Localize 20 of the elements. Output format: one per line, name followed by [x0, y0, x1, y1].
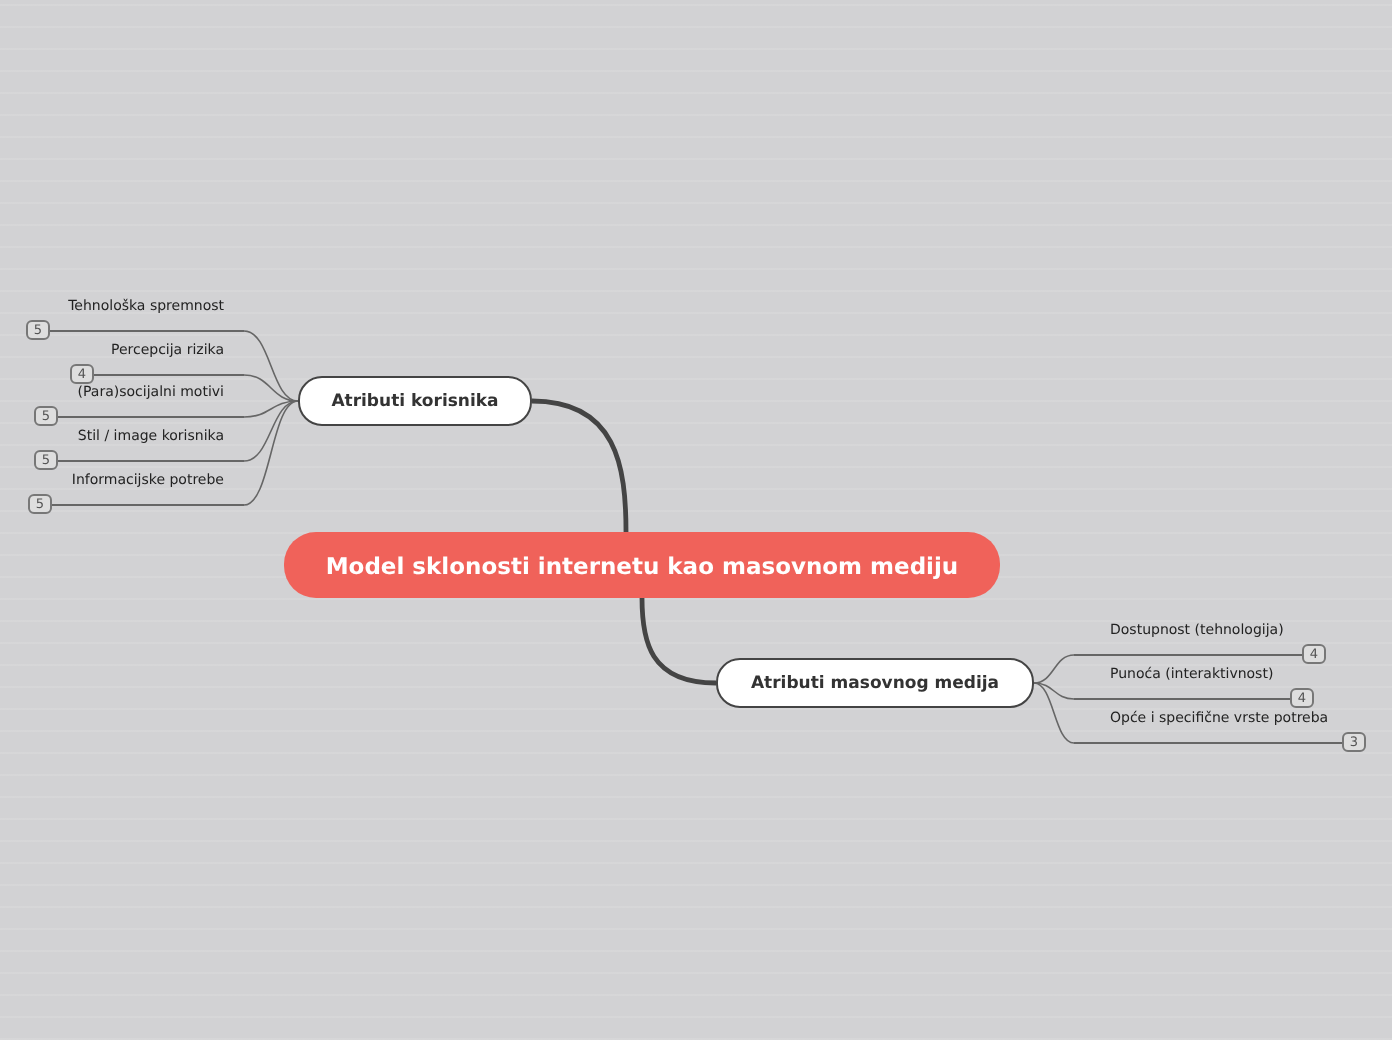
connector-line [243, 374, 299, 402]
subtopic [50, 298, 244, 332]
connector-line [1033, 682, 1075, 700]
connector-line [243, 400, 299, 418]
subtopic [58, 384, 244, 418]
branch-topic: Atributi korisnika [298, 376, 532, 426]
connector-line [243, 330, 299, 402]
subtopic [1074, 710, 1342, 744]
subtopic [1074, 622, 1302, 656]
subtopic [52, 472, 244, 506]
branch-topic: Atributi masovnog medija [716, 658, 1034, 708]
connector-line [1033, 654, 1075, 684]
connector-line [243, 400, 299, 506]
central-topic: Model sklonosti internetu kao masovnom mediju [284, 532, 1000, 598]
connector-line [1033, 682, 1075, 744]
connector-line [639, 597, 717, 686]
subtopic [58, 428, 244, 462]
connector-line [243, 400, 299, 462]
connector-line [531, 398, 629, 533]
subtopic [1074, 666, 1290, 700]
